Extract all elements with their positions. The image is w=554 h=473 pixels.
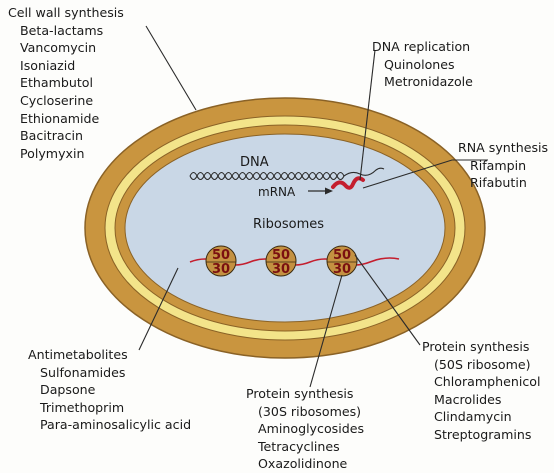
drug-name: Isoniazid	[8, 57, 124, 75]
ribosomes-label: Ribosomes	[253, 217, 324, 232]
drug-name: Cycloserine	[8, 92, 124, 110]
label-dna-replication: DNA replication Quinolones Metronidazole	[372, 38, 473, 91]
group-title: DNA replication	[372, 38, 473, 56]
drug-name: Para-aminosalicylic acid	[28, 416, 191, 434]
drug-name: Oxazolidinone	[246, 455, 364, 473]
ribosome-small-subunit-label: 30	[212, 262, 230, 277]
label-rna-synthesis: RNA synthesis Rifampin Rifabutin	[458, 139, 548, 192]
ribosome-large-subunit-label: 50	[212, 248, 230, 263]
drug-name: Dapsone	[28, 381, 191, 399]
drug-name: Streptogramins	[422, 426, 540, 444]
drug-name: Chloramphenicol	[422, 373, 540, 391]
leader-line-cell-wall	[146, 26, 196, 110]
ribosome-large-subunit-label: 50	[272, 248, 290, 263]
drug-name: Tetracyclines	[246, 438, 364, 456]
drug-name: Trimethoprim	[28, 399, 191, 417]
label-protein-synthesis-50s: Protein synthesis (50S ribosome) Chloram…	[422, 338, 540, 444]
drug-name: Rifampin	[458, 157, 548, 175]
dna-label: DNA	[240, 155, 269, 170]
group-subtitle: (50S ribosome)	[422, 356, 540, 374]
drug-name: Aminoglycosides	[246, 420, 364, 438]
ribosome-small-subunit-label: 30	[272, 262, 290, 277]
drug-name: Macrolides	[422, 391, 540, 409]
ribosome: 50 30	[266, 246, 296, 277]
label-cell-wall-synthesis: Cell wall synthesis Beta-lactams Vancomy…	[8, 4, 124, 162]
ribosome-large-subunit-label: 50	[333, 248, 351, 263]
group-title: Protein synthesis	[422, 338, 540, 356]
group-title: Cell wall synthesis	[8, 4, 124, 22]
group-title: Antimetabolites	[28, 346, 191, 364]
drug-name: Metronidazole	[372, 73, 473, 91]
drug-name: Beta-lactams	[8, 22, 124, 40]
mrna-label: mRNA	[258, 185, 296, 199]
ribosome-small-subunit-label: 30	[333, 262, 351, 277]
label-protein-synthesis-30s: Protein synthesis (30S ribosomes) Aminog…	[246, 385, 364, 473]
group-subtitle: (30S ribosomes)	[246, 403, 364, 421]
group-title: RNA synthesis	[458, 139, 548, 157]
drug-name: Clindamycin	[422, 408, 540, 426]
drug-name: Rifabutin	[458, 174, 548, 192]
drug-name: Ethionamide	[8, 110, 124, 128]
ribosome: 50 30	[327, 246, 357, 277]
drug-name: Quinolones	[372, 56, 473, 74]
drug-name: Polymyxin	[8, 145, 124, 163]
group-title: Protein synthesis	[246, 385, 364, 403]
label-antimetabolites: Antimetabolites Sulfonamides Dapsone Tri…	[28, 346, 191, 434]
ribosome: 50 30	[206, 246, 236, 277]
drug-name: Sulfonamides	[28, 364, 191, 382]
drug-name: Vancomycin	[8, 39, 124, 57]
drug-name: Ethambutol	[8, 74, 124, 92]
drug-name: Bacitracin	[8, 127, 124, 145]
